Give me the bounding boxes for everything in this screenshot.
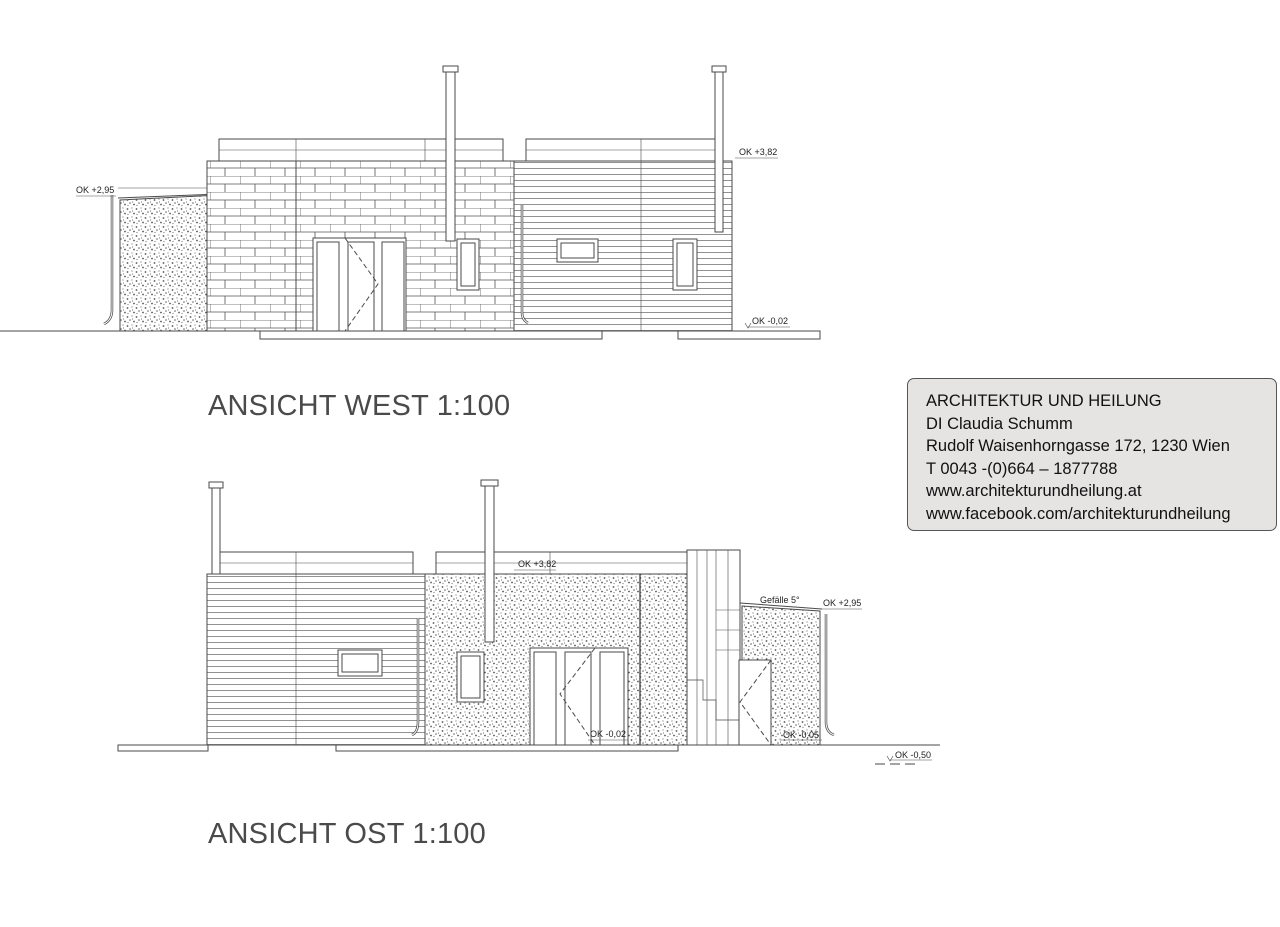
elevation-title-east: ANSICHT OST 1:100	[208, 818, 486, 850]
level-label-right-roof: OK +2,95	[823, 598, 861, 608]
level-label-floor: OK -0,02	[590, 729, 626, 739]
roof-railing-right	[435, 551, 688, 575]
website: www.architekturundheilung.at	[926, 482, 1142, 500]
chimney-right	[484, 485, 495, 643]
facebook-link: www.facebook.com/architekturundheilung	[926, 504, 1231, 523]
elevation-title-west: ANSICHT WEST 1:100	[208, 390, 511, 422]
siding-wall	[513, 160, 733, 332]
office-name: ARCHITEKTUR UND HEILUNG	[926, 392, 1162, 410]
level-label-left-roof: OK +2,95	[76, 185, 114, 195]
roof-railing-left	[218, 138, 504, 162]
chimney-left	[211, 487, 221, 575]
side-door-swing	[739, 659, 772, 746]
terrace-slab	[259, 330, 603, 340]
level-label-slope: Gefälle 5°	[760, 595, 800, 605]
chimney-left	[445, 71, 456, 242]
downpipe-left	[103, 195, 114, 326]
address: Rudolf Waisenhorngasse 172, 1230 Wien	[926, 437, 1230, 455]
door-swing	[559, 647, 596, 746]
terrace-slab-left	[117, 744, 209, 752]
chimney-right	[714, 71, 724, 233]
downpipe-right	[824, 614, 835, 737]
terrace-slab-right	[677, 330, 821, 340]
east-level-labels: OK +3,82 Gefälle 5° OK +2,95 OK -0,02 OK…	[518, 559, 931, 760]
roof-railing-left	[218, 551, 414, 575]
phone: T 0043 -(0)664 – 1877788	[926, 459, 1118, 478]
level-label-ground: OK -0,02	[752, 316, 788, 326]
west-level-labels: OK +2,95 OK +3,82 OK -0,02	[76, 147, 788, 326]
door-swing	[344, 237, 379, 332]
architect-name: DI Claudia Schumm	[926, 414, 1073, 433]
side-door	[738, 659, 772, 746]
window-siding-1	[556, 238, 599, 263]
window-brick	[456, 238, 480, 291]
level-label-terrain: OK -0,50	[895, 750, 931, 760]
roof-railing-right	[525, 138, 719, 162]
terrace-slab-mid	[335, 744, 679, 752]
stair-tower	[686, 549, 741, 746]
west-elevation	[0, 65, 821, 340]
east-elevation	[117, 479, 940, 765]
level-label-top: OK +3,82	[739, 147, 777, 157]
siding-wall	[206, 573, 426, 746]
title-block: ARCHITEKTUR UND HEILUNG DI Claudia Schum…	[907, 378, 1277, 531]
level-label-floor-right: OK -0,05	[783, 730, 819, 740]
level-label-top: OK +3,82	[518, 559, 556, 569]
